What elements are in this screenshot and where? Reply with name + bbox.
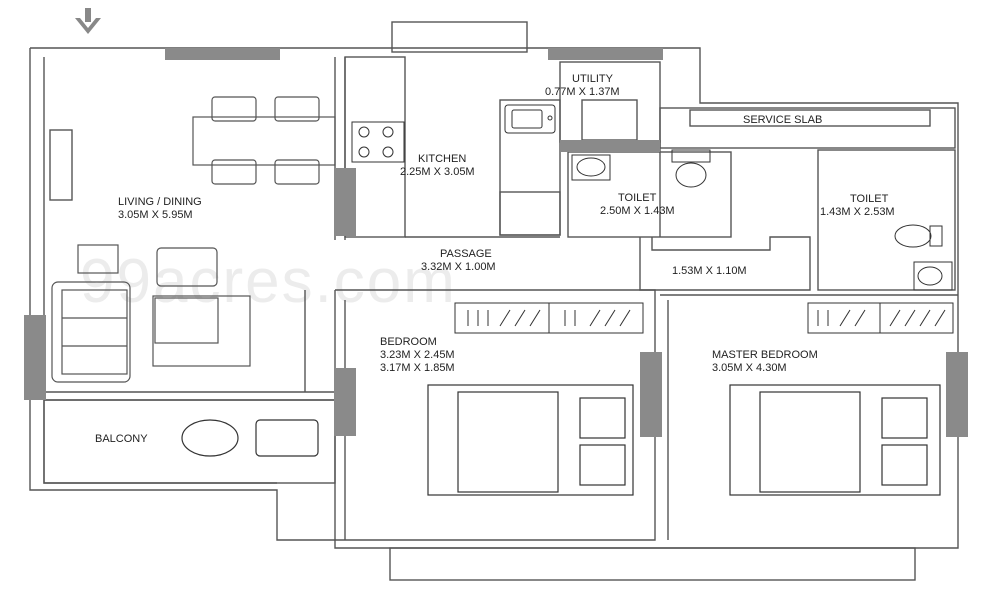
- lobby-size: 1.53M X 1.10M: [672, 265, 747, 277]
- bedroom-door-pier: [334, 368, 356, 436]
- toilet2-size: 1.43M X 2.53M: [820, 206, 895, 218]
- bed-icon: [729, 384, 941, 496]
- balcony-name: BALCONY: [95, 433, 148, 445]
- window-utility-top: [548, 48, 663, 60]
- passage-size: 3.32M X 1.00M: [421, 261, 496, 273]
- utility-size: 0.77M X 1.37M: [545, 86, 620, 98]
- watermark: 99acres.com: [80, 247, 457, 316]
- master-right-pier: [946, 352, 968, 437]
- kitchen-size: 2.25M X 3.05M: [400, 166, 475, 178]
- passage-name: PASSAGE: [440, 248, 492, 260]
- utility-ledge: [560, 140, 660, 152]
- window-living-left: [24, 315, 46, 400]
- toilet1-name: TOILET: [618, 192, 657, 204]
- utility-name: UTILITY: [572, 73, 614, 85]
- bedroom-right-pier: [640, 352, 662, 437]
- living-size: 3.05M X 5.95M: [118, 209, 193, 221]
- living-name: LIVING / DINING: [118, 196, 202, 208]
- sink-icon: [504, 104, 556, 134]
- washbasin-icon: [571, 154, 611, 181]
- master-name: MASTER BEDROOM: [712, 349, 818, 361]
- kitchen-name: KITCHEN: [418, 153, 466, 165]
- master-size: 3.05M X 4.30M: [712, 362, 787, 374]
- balcony-table: [181, 419, 319, 457]
- toilet2-name: TOILET: [850, 193, 889, 205]
- service-name: SERVICE SLAB: [743, 114, 822, 126]
- toilet1-size: 2.50M X 1.43M: [600, 205, 675, 217]
- window-living-top: [165, 48, 280, 60]
- bedroom-size2: 3.17M X 1.85M: [380, 362, 455, 374]
- outer-wall: [29, 47, 959, 549]
- washbasin-icon: [913, 261, 953, 291]
- bedroom-window-box: [389, 547, 916, 581]
- bed-icon: [427, 384, 634, 496]
- hob-icon: [351, 121, 405, 163]
- entry-arrow-icon: [75, 8, 101, 34]
- bedroom-name: BEDROOM: [380, 336, 437, 348]
- wc-icon: [671, 149, 711, 188]
- wardrobe-icon: [807, 302, 954, 334]
- wc-icon: [894, 224, 943, 248]
- kitchen-window-box: [391, 21, 528, 53]
- wardrobe-icon: [454, 302, 644, 334]
- dining-table: [192, 96, 336, 185]
- bedroom-size1: 3.23M X 2.45M: [380, 349, 455, 361]
- sofa-icon: [51, 244, 251, 383]
- kitchen-column: [334, 168, 356, 236]
